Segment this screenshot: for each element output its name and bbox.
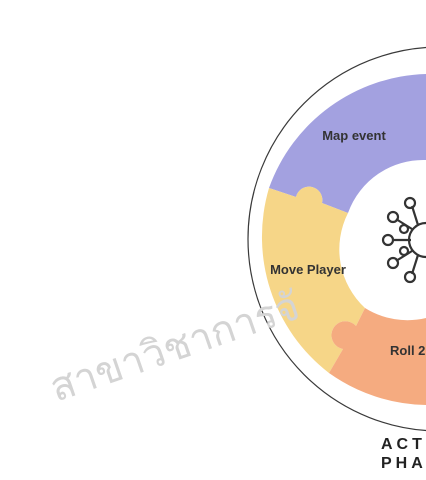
watermark-text: สาขาวิชาการจั <box>44 283 305 411</box>
segment-map-event: Map event <box>269 74 426 213</box>
network-hub-icon <box>381 196 426 284</box>
caption-line-2: PHA <box>381 455 426 472</box>
outer-ring <box>247 46 426 432</box>
segment-map-event-label: Map event <box>322 128 386 143</box>
segment-move-player-label: Move Player <box>270 262 346 277</box>
segment-move-player-shape <box>261 186 365 373</box>
segment-roll: Roll 2 <box>329 308 426 405</box>
segment-roll-shape <box>329 308 426 405</box>
segment-map-event-shape <box>269 74 426 213</box>
segment-roll-label: Roll 2 <box>390 343 425 358</box>
caption-line-1: ACT <box>381 436 426 453</box>
segment-move-player: Move Player <box>261 186 365 373</box>
